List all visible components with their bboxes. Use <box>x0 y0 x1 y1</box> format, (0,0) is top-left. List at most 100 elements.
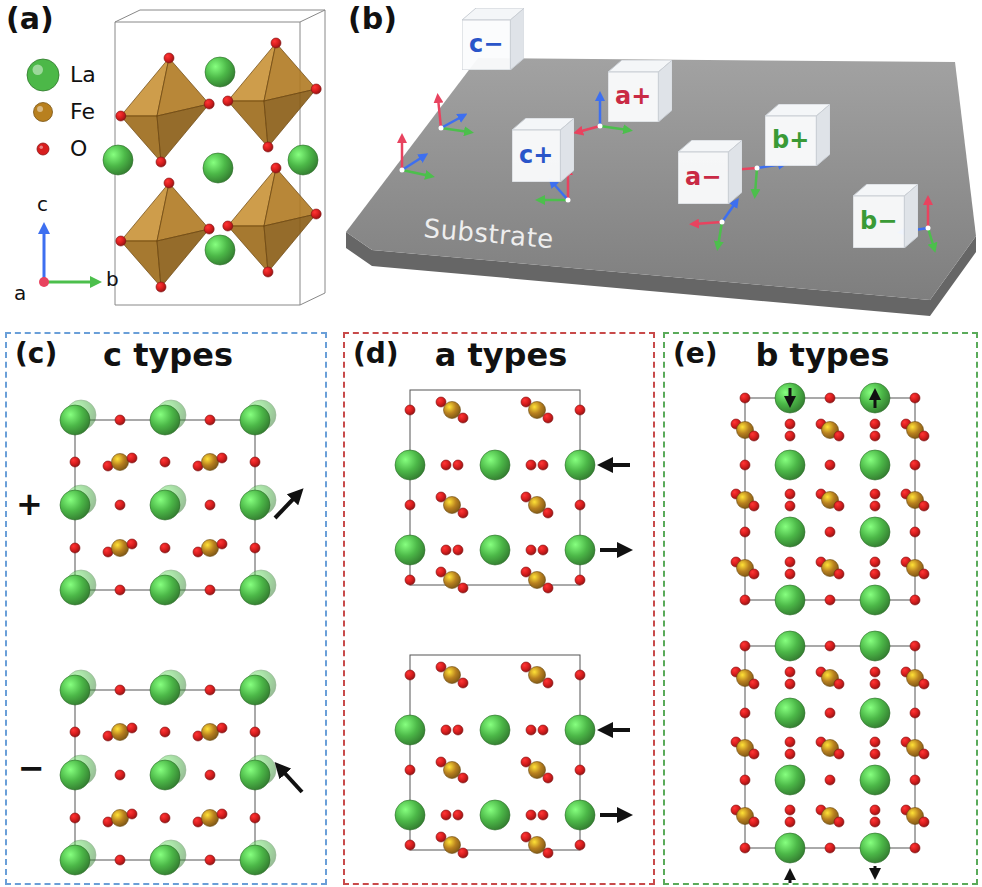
la-atom <box>203 153 233 183</box>
cube-side <box>728 140 742 204</box>
o-atom <box>127 539 137 549</box>
o-atom <box>870 431 880 441</box>
legend-text: O <box>70 136 87 161</box>
o-atom <box>740 527 750 537</box>
cell-outline <box>410 390 580 585</box>
o-atom <box>453 460 463 470</box>
o-atom <box>870 805 880 815</box>
o-atom <box>250 543 260 553</box>
la-atom <box>480 535 510 565</box>
o-atom <box>834 817 844 827</box>
fe-atom <box>444 572 461 589</box>
la-atom <box>480 715 510 745</box>
o-atom <box>785 569 795 579</box>
variant-cube: a+ <box>608 60 672 122</box>
cell-outline <box>745 646 915 848</box>
substrate-slab: Substratec−c+a+a−b+b− <box>340 0 982 322</box>
la-atom <box>60 575 90 605</box>
o-atom <box>70 457 80 467</box>
la-atom <box>150 405 180 435</box>
o-atom <box>749 569 759 579</box>
legend-row: O <box>26 132 116 166</box>
displacement-arrow <box>789 874 792 883</box>
fe-atom <box>112 724 129 741</box>
o-atom <box>205 415 215 425</box>
axis-arrow <box>578 126 600 132</box>
fe-atom <box>529 572 546 589</box>
cube-front <box>512 130 560 182</box>
panel-letter: (d) <box>353 338 399 370</box>
o-atom <box>271 163 281 173</box>
cube-label: a+ <box>615 83 651 111</box>
axis-arrow <box>43 228 46 282</box>
la-atom <box>775 698 805 728</box>
o-atom <box>441 725 451 735</box>
o-atom <box>919 431 929 441</box>
feo6-octahedron <box>223 38 321 152</box>
o-atom <box>910 641 920 651</box>
o-atom <box>405 840 415 850</box>
cube-label: c+ <box>519 142 553 170</box>
o-atom <box>453 545 463 555</box>
o-atom <box>575 670 585 680</box>
octahedron-face <box>121 116 161 162</box>
o-atom <box>825 393 835 403</box>
la-atom <box>240 675 270 705</box>
o-atom <box>543 848 553 858</box>
legend-swatch-frame <box>26 132 60 166</box>
o-atom <box>785 501 795 511</box>
o-atom <box>160 543 170 553</box>
o-atom <box>543 413 553 423</box>
legend-swatch-highlight <box>33 65 44 76</box>
o-atom <box>164 178 174 188</box>
a-type-cell <box>395 390 630 593</box>
legend-swatch-highlight <box>37 106 43 112</box>
la-atom <box>480 800 510 830</box>
o-atom <box>870 501 880 511</box>
axis-arrow <box>402 170 430 176</box>
o-atom <box>919 501 929 511</box>
o-atom <box>919 679 929 689</box>
fe-atom <box>529 837 546 854</box>
displacement-arrow <box>874 866 877 874</box>
la-atom <box>565 450 595 480</box>
la-atom <box>860 450 890 480</box>
la-atom <box>860 517 890 547</box>
cell-edge <box>115 22 300 23</box>
displacement-arrow <box>280 768 302 792</box>
cell-outline <box>410 655 580 850</box>
o-atom <box>205 500 215 510</box>
perovskite-unit-cell <box>103 10 325 305</box>
la-atom <box>240 490 270 520</box>
o-atom <box>538 460 548 470</box>
fe-atom <box>529 402 546 419</box>
o-atom <box>217 723 227 733</box>
axis-arrow <box>438 98 441 128</box>
o-atom <box>749 817 759 827</box>
la-atom <box>150 675 180 705</box>
cube-front <box>608 72 658 122</box>
legend-swatch <box>37 143 49 155</box>
displacement-arrow <box>605 463 630 467</box>
o-atom <box>223 96 233 106</box>
o-atom <box>526 545 536 555</box>
legend-row: La <box>26 58 116 92</box>
cell-outline <box>75 690 255 860</box>
la-atom <box>240 575 270 605</box>
o-atom <box>250 727 260 737</box>
o-atom <box>870 737 880 747</box>
la-atom <box>240 405 270 435</box>
o-atom <box>785 667 795 677</box>
fe-atom <box>444 667 461 684</box>
displacement-arrow <box>600 548 625 552</box>
fe-atom <box>444 497 461 514</box>
o-atom <box>910 527 920 537</box>
o-atom <box>910 708 920 718</box>
la-atom <box>395 800 425 830</box>
cell-outline <box>75 420 255 590</box>
o-atom <box>311 209 321 219</box>
o-atom <box>870 817 880 827</box>
cell-edge <box>300 293 325 305</box>
la-atom <box>60 845 90 875</box>
la-atom <box>395 535 425 565</box>
